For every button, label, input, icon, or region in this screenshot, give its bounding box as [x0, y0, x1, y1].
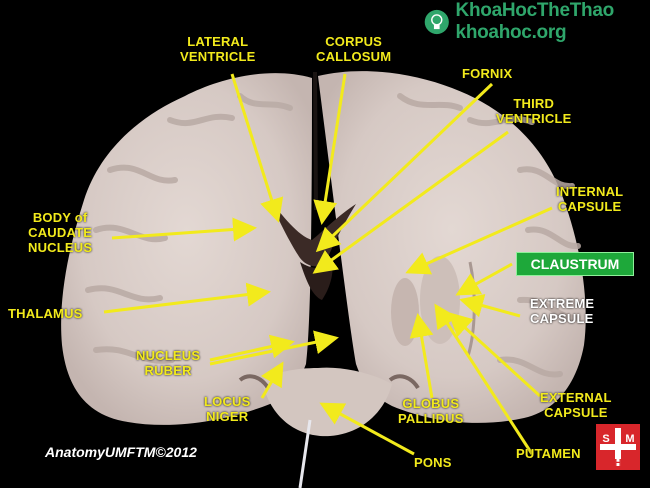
watermark: KhoaHocTheThao khoahoc.org — [424, 0, 650, 43]
left-hemisphere — [61, 73, 312, 425]
brainstem — [262, 367, 392, 437]
label-pons: PONS — [414, 455, 452, 470]
smh-letter-s: S — [602, 433, 609, 445]
smh-logo-icon: S M H — [596, 424, 640, 470]
lightbulb-icon — [424, 9, 449, 35]
watermark-text: KhoaHocTheThao khoahoc.org — [455, 0, 615, 43]
copyright-credit: AnatomyUMFTM©2012 — [45, 444, 197, 460]
label-putamen: PUTAMEN — [516, 446, 581, 461]
label-claustrum: CLAUSTRUM — [516, 252, 634, 276]
right-hemisphere — [318, 71, 586, 423]
smh-letter-h: H — [614, 458, 621, 469]
pointer-lines — [103, 73, 553, 456]
label-thalamus: THALAMUS — [8, 306, 83, 321]
smh-letter-m: M — [625, 433, 634, 445]
label-fornix: FORNIX — [462, 66, 513, 81]
